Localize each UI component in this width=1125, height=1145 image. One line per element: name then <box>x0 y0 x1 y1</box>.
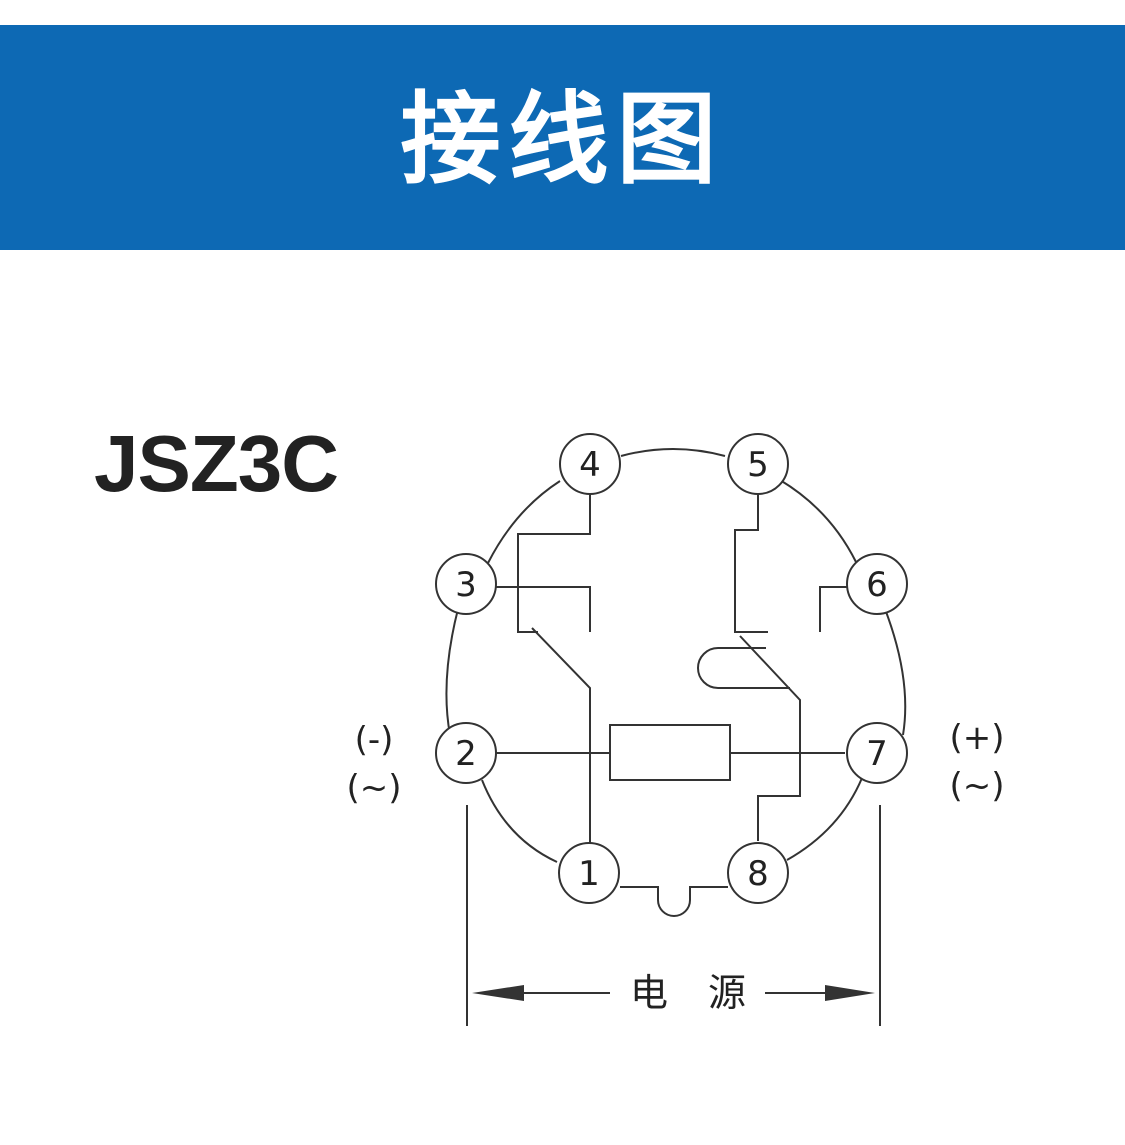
pin-1-circle <box>558 842 620 904</box>
page-title: 接线图 <box>400 81 725 198</box>
pin-3-label: 3 <box>455 565 477 605</box>
right-polarity-label: (+) <box>949 718 1004 758</box>
arrow-right-icon <box>825 985 875 1001</box>
arrow-left-icon <box>472 985 524 1001</box>
contact-set-a <box>517 484 591 633</box>
header-banner: 接线图 <box>0 25 1125 250</box>
pin-4-circle <box>559 433 621 495</box>
pin-5-label: 5 <box>747 445 769 485</box>
relay-body-outline <box>620 448 726 457</box>
pin-1-label: 1 <box>578 854 600 894</box>
pin-3-circle <box>435 553 497 615</box>
pin-6-label: 6 <box>866 565 888 605</box>
model-label: JSZ3C <box>94 419 339 508</box>
pin-7-circle <box>846 722 908 784</box>
left-polarity-label: (-) <box>355 720 394 760</box>
coil <box>609 724 731 781</box>
pin-8-circle <box>727 842 789 904</box>
right-ac-label: (~) <box>949 766 1004 806</box>
pin-2-label: 2 <box>455 734 477 774</box>
power-supply-label: 电 源 <box>630 971 760 1015</box>
pin-2-circle <box>435 722 497 784</box>
pin-4-label: 4 <box>579 445 601 485</box>
left-ac-label: (~) <box>346 768 401 808</box>
delay-symbol <box>697 647 719 689</box>
pin-7-label: 7 <box>866 734 888 774</box>
pin-5-circle <box>727 433 789 495</box>
pin-6-circle <box>846 553 908 615</box>
contact-set-b <box>734 484 768 633</box>
pin-8-label: 8 <box>747 854 769 894</box>
